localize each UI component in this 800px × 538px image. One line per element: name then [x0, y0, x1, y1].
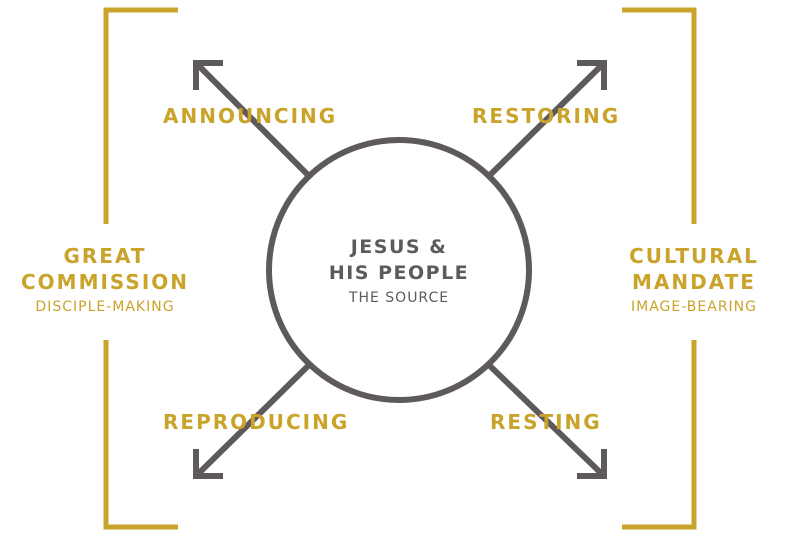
- right-group: CULTURAL MANDATE IMAGE-BEARING: [599, 243, 789, 317]
- left-group-line2: COMMISSION: [20, 270, 190, 294]
- center-circle: [266, 137, 532, 403]
- right-group-line1: CULTURAL: [629, 244, 759, 268]
- center-text: JESUS & HIS PEOPLE THE SOURCE: [299, 234, 499, 308]
- arrow-top-right: [487, 60, 607, 178]
- center-line2: HIS PEOPLE: [328, 262, 470, 284]
- label-reproducing: REPRODUCING: [163, 410, 350, 434]
- left-bracket-bottom: [103, 340, 178, 530]
- right-group-subtitle: IMAGE-BEARING: [631, 299, 757, 315]
- left-bracket-top: [103, 7, 178, 224]
- left-group-subtitle: DISCIPLE-MAKING: [35, 299, 175, 315]
- right-bracket-bottom: [622, 340, 697, 530]
- left-group-line1: GREAT: [63, 244, 147, 268]
- center-line1: JESUS &: [350, 236, 448, 258]
- left-group: GREAT COMMISSION DISCIPLE-MAKING: [10, 243, 200, 317]
- label-announcing: ANNOUNCING: [163, 104, 338, 128]
- arrow-bottom-left: [193, 363, 311, 479]
- arrow-bottom-right: [487, 363, 607, 479]
- right-bracket-top: [622, 7, 697, 224]
- label-resting: RESTING: [490, 410, 602, 434]
- center-subtitle: THE SOURCE: [348, 290, 450, 306]
- right-group-line2: MANDATE: [632, 270, 756, 294]
- arrow-top-left: [193, 60, 311, 178]
- label-restoring: RESTORING: [472, 104, 621, 128]
